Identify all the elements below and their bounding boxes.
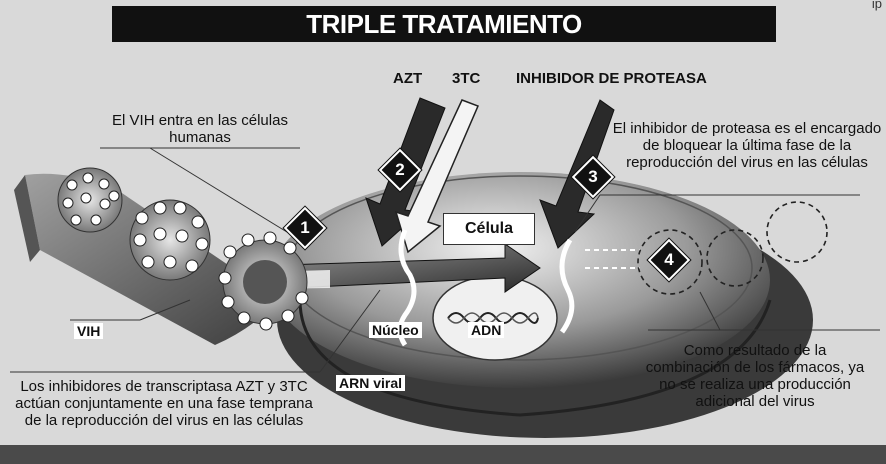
callout-result: Como resultado de la combinación de los … bbox=[645, 342, 865, 410]
label-viral-rna: ARN viral bbox=[336, 375, 406, 391]
label-dna: ADN bbox=[468, 322, 505, 338]
callout-transcriptase: Los inhibidores de transcriptasa AZT y 3… bbox=[15, 378, 313, 429]
page-title: TRIPLE TRATAMIENTO bbox=[112, 6, 776, 42]
3tc-arrow bbox=[394, 99, 480, 254]
step-number: 2 bbox=[395, 160, 405, 179]
step-number: 4 bbox=[664, 250, 674, 269]
drug-label-azt: AZT bbox=[393, 70, 423, 87]
callout-protease-inhibitor: El inhibidor de proteasa es el encargado… bbox=[612, 120, 882, 171]
band-edge bbox=[14, 175, 40, 262]
step-number: 1 bbox=[300, 218, 310, 237]
callout-vih-enters: El VIH entra en las células humanas bbox=[112, 112, 288, 146]
bottom-band bbox=[0, 445, 886, 464]
label-nucleus: Núcleo bbox=[369, 322, 422, 338]
label-virus: VIH bbox=[74, 323, 104, 339]
drug-label-3tc: 3TC bbox=[452, 70, 481, 87]
step-number: 3 bbox=[588, 167, 598, 186]
empty-virus-outlines bbox=[637, 201, 828, 295]
leader-lines bbox=[10, 147, 880, 373]
drug-label-protease: INHIBIDOR DE PROTEASA bbox=[516, 70, 707, 87]
label-cell: Célula bbox=[443, 213, 535, 245]
corner-text: ip bbox=[871, 0, 882, 11]
